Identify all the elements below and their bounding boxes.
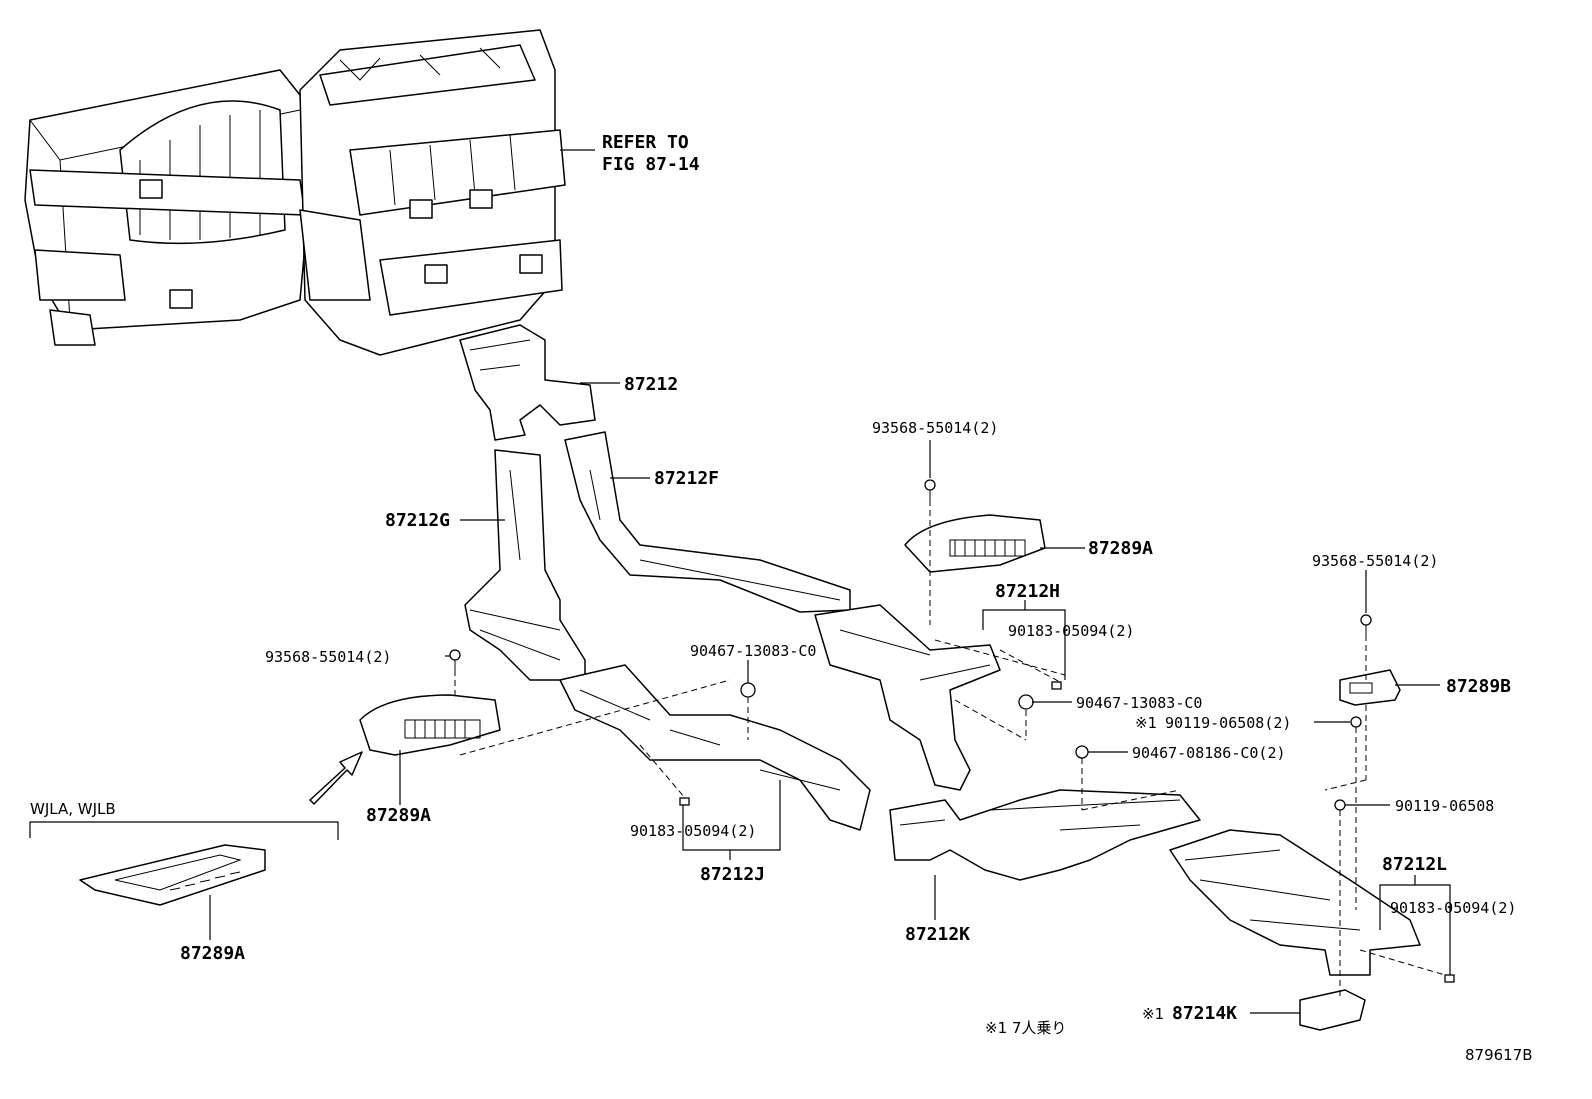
- label-grommet-j: 90467-13083-C0: [690, 642, 816, 660]
- label-note-mark-87214K: ※1: [1142, 1005, 1164, 1023]
- label-87212F: 87212F: [654, 468, 719, 489]
- duct-87212G-drawing: [464, 449, 586, 681]
- label-87212L: 87212L: [1382, 854, 1447, 875]
- leader-lines: [209, 149, 1451, 1014]
- arrow-icon: [309, 751, 363, 805]
- duct-87212L-drawing: [1169, 829, 1421, 976]
- screw-90119-note: [1350, 716, 1362, 728]
- duct-87212-drawing: [459, 324, 596, 441]
- screw-93568-left: [449, 649, 461, 661]
- hvac-unit-drawing: [24, 29, 566, 356]
- label-87289A-left: 87289A: [366, 805, 431, 826]
- clip-90183-l: [1444, 974, 1455, 983]
- label-note-text: ※1 7人乗り: [985, 1019, 1066, 1037]
- label-87212G: 87212G: [385, 510, 450, 531]
- label-87212J: 87212J: [700, 864, 765, 885]
- screw-93568-center: [924, 479, 936, 491]
- label-screw-plain: 90119-06508: [1395, 797, 1494, 815]
- label-inset-models: WJLA, WJLB: [30, 800, 116, 818]
- duct-87212K-drawing: [889, 789, 1201, 881]
- label-clip-l: 90183-05094(2): [1390, 899, 1516, 917]
- label-screw-center: 93568-55014(2): [872, 419, 998, 437]
- grommet-90467-h: [1018, 694, 1034, 710]
- label-figure-id: 879617B: [1465, 1046, 1533, 1064]
- label-refer-fig: FIG 87-14: [602, 154, 700, 175]
- label-87289B: 87289B: [1446, 676, 1511, 697]
- label-grommet-h: 90467-13083-C0: [1076, 694, 1202, 712]
- register-87289A-inset-drawing: [79, 844, 266, 906]
- grommet-90467-k: [1075, 745, 1089, 759]
- bracket-87214K-drawing: [1299, 989, 1366, 1031]
- grommet-90467-j: [740, 682, 756, 698]
- duct-87212F-drawing: [564, 431, 851, 613]
- label-refer-to: REFER TO: [602, 132, 689, 153]
- label-87212: 87212: [624, 374, 678, 395]
- clip-90183-h: [1051, 681, 1062, 690]
- inset-bracket: [29, 821, 339, 840]
- assembly-dashed-lines: [454, 500, 1446, 1000]
- register-87289A-top-drawing: [904, 514, 1046, 573]
- duct-87212H-drawing: [814, 604, 1001, 791]
- duct-87212J-drawing: [559, 664, 871, 831]
- label-clip-j: 90183-05094(2): [630, 822, 756, 840]
- label-87289A-inset: 87289A: [180, 943, 245, 964]
- screw-90119-plain: [1334, 799, 1346, 811]
- register-87289B-drawing: [1339, 669, 1401, 706]
- label-screw-left: 93568-55014(2): [265, 648, 391, 666]
- register-87289A-left-drawing: [359, 694, 501, 756]
- label-clip-h: 90183-05094(2): [1008, 622, 1134, 640]
- label-note-mark: ※1: [1135, 714, 1157, 732]
- label-grommet-k: 90467-08186-C0(2): [1132, 744, 1286, 762]
- label-87214K: 87214K: [1172, 1003, 1237, 1024]
- screw-93568-right: [1360, 614, 1372, 626]
- label-87212H: 87212H: [995, 581, 1060, 602]
- label-screw-right: 93568-55014(2): [1312, 552, 1438, 570]
- clip-90183-j: [679, 797, 690, 806]
- label-87212K: 87212K: [905, 924, 970, 945]
- label-screw-note: 90119-06508(2): [1165, 714, 1291, 732]
- label-87289A-top: 87289A: [1088, 538, 1153, 559]
